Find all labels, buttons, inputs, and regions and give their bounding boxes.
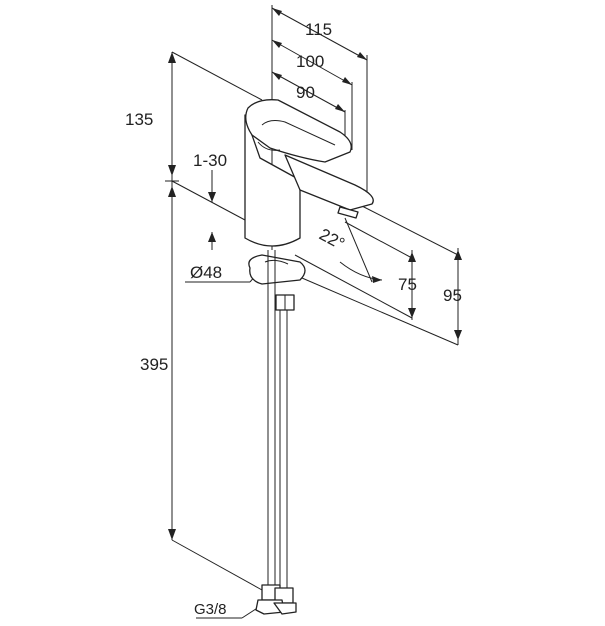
dimension-lines [165, 5, 462, 619]
faucet-body [244, 99, 374, 247]
dim-22-degree-label: 22° [316, 225, 348, 254]
dim-thread-label: G3/8 [194, 601, 227, 618]
supply-hose [255, 250, 297, 615]
dim-115-label: 115 [305, 20, 332, 39]
dim-90-label: 90 [296, 83, 315, 102]
dimension-labels: 115 100 90 135 1-30 Ø48 22° 75 95 395 G3… [125, 20, 462, 618]
dim-95-label: 95 [443, 286, 462, 305]
dim-395-label: 395 [140, 355, 168, 374]
dim-135-label: 135 [125, 110, 153, 129]
mounting-hardware [248, 254, 306, 311]
dim-100-label: 100 [296, 52, 324, 71]
dim-diameter-label: Ø48 [190, 263, 222, 282]
dim-75-label: 75 [398, 275, 417, 294]
dim-1-30-label: 1-30 [193, 151, 227, 170]
